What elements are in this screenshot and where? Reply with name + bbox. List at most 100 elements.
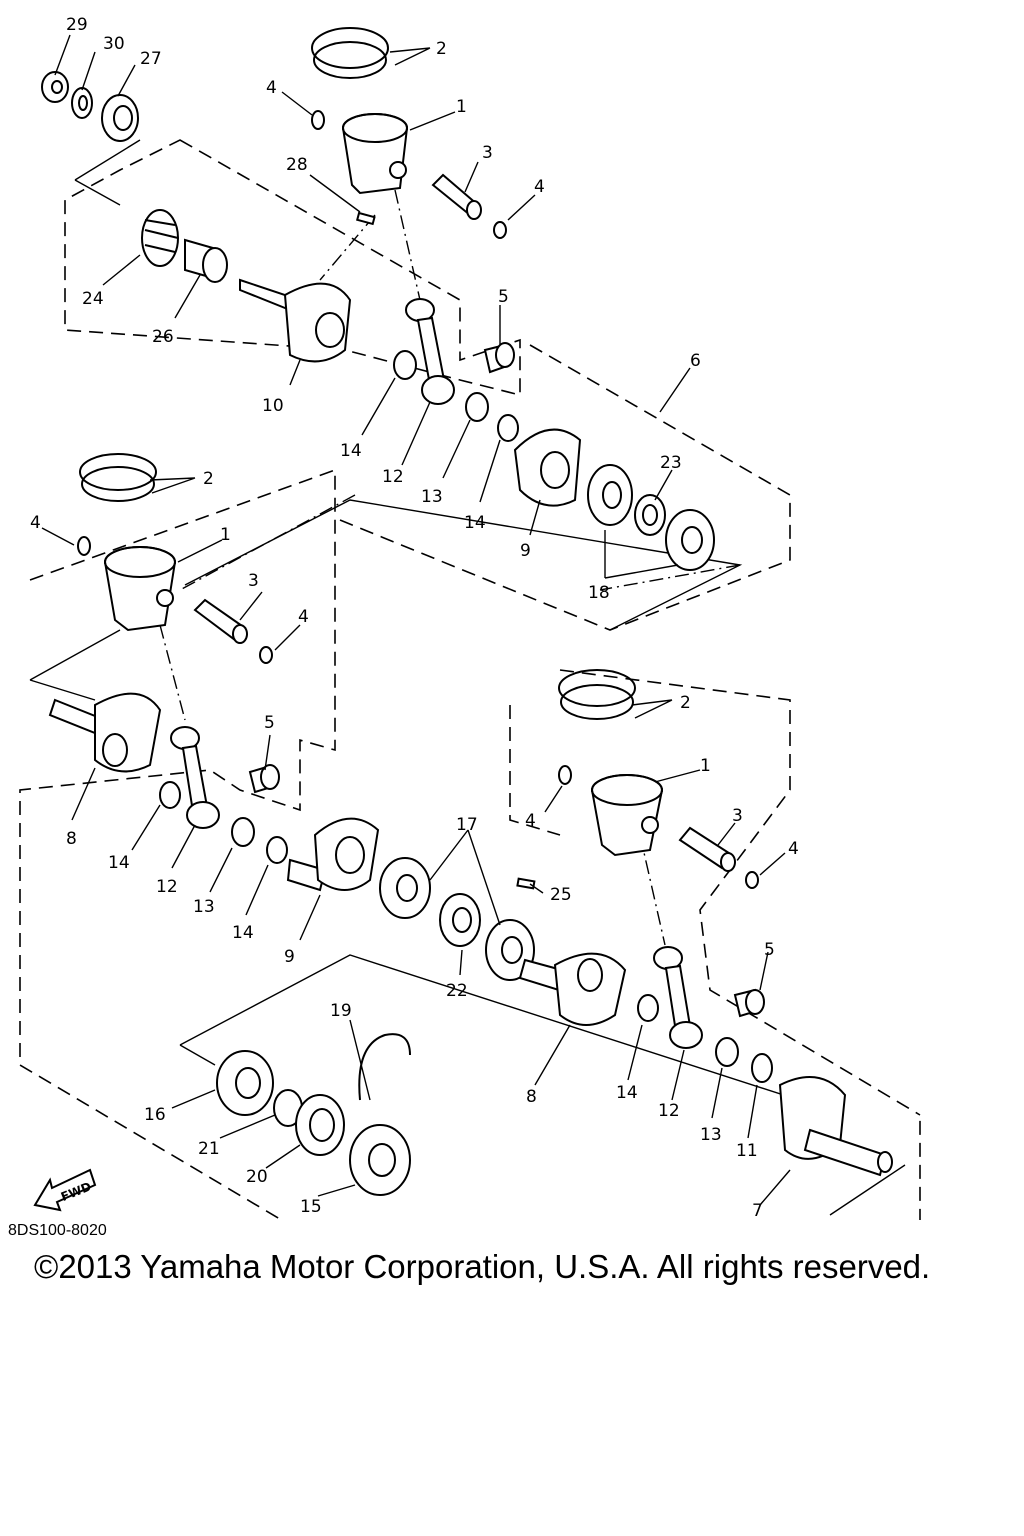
callout-label: 16: [144, 1105, 166, 1125]
callout-label: 12: [658, 1101, 680, 1121]
callout-label: 13: [193, 897, 215, 917]
callout-label: 30: [103, 34, 125, 54]
callout-label: 4: [534, 177, 545, 197]
crank-9-top: [513, 428, 582, 507]
circlip-4-top-right: [493, 221, 507, 239]
crank-8-right: [518, 952, 627, 1026]
callout-label: 5: [764, 940, 775, 960]
callout-label: 1: [700, 756, 711, 776]
washer-14-mid-b: [266, 836, 288, 864]
crankshaft-piston-exploded-diagram: FWD 29 30 27 2 4 1 28 3 4 24 26 5 6 10 1…: [19, 15, 921, 1220]
callout-label: 29: [66, 15, 88, 35]
bearing-13-right: [715, 1037, 739, 1067]
callout-label: 4: [30, 513, 41, 533]
collar-26: [184, 238, 228, 283]
crank-group-outline-6: [339, 344, 791, 631]
connecting-rod-12-right: [653, 946, 703, 1049]
alignment-line-3: [639, 834, 666, 946]
callout-label: 3: [248, 571, 259, 591]
callout-label: 3: [732, 806, 743, 826]
callout-label: 14: [464, 513, 486, 533]
bearing-15: [349, 1124, 411, 1196]
washer-14-mid-a: [159, 781, 181, 809]
callout-label: 5: [264, 713, 275, 733]
callout-label: 9: [284, 947, 295, 967]
callout-label: 17: [456, 815, 478, 835]
solid-outline-bottom: [179, 954, 906, 1216]
callout-label: 28: [286, 155, 308, 175]
callout-label: 22: [446, 981, 468, 1001]
bearing-17-a: [379, 857, 431, 919]
oil-seal-27: [101, 94, 139, 142]
connecting-rod-12-top: [405, 298, 455, 405]
solid-outline-middle: [29, 499, 743, 701]
washer-11: [751, 1053, 773, 1083]
callout-label: 21: [198, 1139, 220, 1159]
callout-label: 27: [140, 49, 162, 69]
piston-pin-3-right: [678, 826, 736, 872]
callout-label: 9: [520, 541, 531, 561]
oil-seal-22: [439, 893, 481, 947]
callout-label: 2: [680, 693, 691, 713]
callout-label: 2: [203, 469, 214, 489]
seal-23: [634, 494, 666, 536]
bearing-5-top: [483, 342, 515, 374]
callout-label: 7: [752, 1201, 763, 1220]
callout-label: 12: [382, 467, 404, 487]
crank-8-mid: [48, 692, 162, 773]
bearing-5-mid: [248, 764, 280, 794]
callout-label: 14: [616, 1083, 638, 1103]
callout-label: 14: [232, 923, 254, 943]
circlip-4-mid-right: [259, 646, 273, 664]
callout-label: 18: [588, 583, 610, 603]
piston-rings-2-mid: [79, 453, 157, 502]
nut-29: [41, 71, 69, 103]
callout-label: 4: [266, 78, 277, 98]
piston-rings-2-top: [311, 27, 389, 79]
washer-30: [71, 87, 93, 119]
crank-9-mid: [286, 817, 380, 892]
callout-label: 10: [262, 396, 284, 416]
callout-label: 8: [66, 829, 77, 849]
callout-label: 8: [526, 1087, 537, 1107]
callout-label: 13: [421, 487, 443, 507]
callout-label: 13: [700, 1125, 722, 1145]
callout-label: 26: [152, 327, 174, 347]
callout-label: 2: [436, 39, 447, 59]
callout-label: 15: [300, 1197, 322, 1217]
alignment-line-2: [159, 624, 186, 721]
crank-group-outline-middle: [19, 468, 921, 1220]
oil-seal-20: [295, 1094, 345, 1156]
callout-label: 1: [220, 525, 231, 545]
bearing-13-top: [465, 392, 489, 422]
callout-label: 4: [298, 607, 309, 627]
callout-label: 12: [156, 877, 178, 897]
callout-label: 14: [340, 441, 362, 461]
key-28: [356, 211, 376, 226]
callout-label: 3: [482, 143, 493, 163]
callout-label: 4: [788, 839, 799, 859]
crank-group-outline-right: [559, 669, 921, 1116]
callout-label: 25: [550, 885, 572, 905]
crank-10: [239, 278, 352, 363]
piston-1-top: [342, 113, 408, 195]
callout-label: 14: [108, 853, 130, 873]
copyright-notice: ©2013 Yamaha Motor Corporation, U.S.A. A…: [34, 1248, 931, 1285]
circlip-19: [358, 1033, 411, 1101]
crank-7: [778, 1076, 893, 1177]
crank-group-outline-top: [64, 139, 521, 397]
bearing-18-top-b: [665, 509, 715, 571]
fwd-arrow: FWD: [33, 1168, 97, 1212]
washer-14-top-b: [497, 414, 519, 442]
circlip-4-mid-left: [77, 536, 91, 556]
diagram-code: 8DS100-8020: [8, 1222, 107, 1239]
bearing-5-right: [733, 988, 765, 1018]
callout-label: 6: [690, 351, 701, 371]
callout-label: 20: [246, 1167, 268, 1187]
bearing-17-b: [485, 919, 535, 981]
callout-label: 1: [456, 97, 467, 117]
piston-rings-2-right: [558, 669, 636, 720]
piston-pin-3-mid: [193, 598, 248, 644]
callout-label: 5: [498, 287, 509, 307]
alignment-line-1: [319, 189, 421, 301]
